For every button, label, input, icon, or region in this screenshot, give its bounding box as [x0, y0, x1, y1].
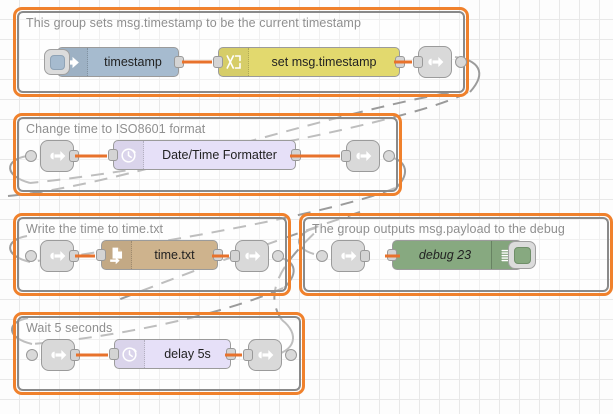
file-write-icon: [102, 241, 132, 269]
link-out-icon: [249, 340, 281, 370]
input-port[interactable]: [109, 348, 119, 360]
change-shuffle-icon: [219, 48, 249, 76]
group-wait[interactable]: Wait 5 seconds delay 5s: [13, 312, 305, 395]
group-debug[interactable]: The group outputs msg.payload to the deb…: [299, 213, 613, 296]
input-port[interactable]: [213, 56, 223, 68]
link-in-icon: [41, 141, 73, 171]
group-outer-border: [13, 213, 291, 296]
group-outer-border: [13, 312, 305, 395]
input-port[interactable]: [413, 56, 423, 68]
node-change-set-timestamp[interactable]: set msg.timestamp: [213, 47, 405, 77]
input-port[interactable]: [243, 349, 253, 361]
debug-toggle-face: [513, 246, 531, 264]
node-delay[interactable]: delay 5s: [109, 339, 236, 369]
node-link-in-4[interactable]: [26, 339, 80, 371]
link-in-icon: [332, 241, 364, 271]
node-label: delay 5s: [164, 347, 211, 361]
link-output-port[interactable]: [285, 349, 297, 361]
output-port[interactable]: [213, 249, 223, 261]
output-port[interactable]: [226, 348, 236, 360]
link-input-port[interactable]: [25, 150, 37, 162]
output-port[interactable]: [69, 150, 79, 162]
node-link-out-1[interactable]: [413, 46, 467, 78]
node-file-write[interactable]: time.txt: [96, 240, 223, 270]
group-outer-border: [13, 113, 402, 196]
output-port[interactable]: [395, 56, 405, 68]
group-outer-border: [299, 213, 613, 296]
output-port[interactable]: [70, 349, 80, 361]
link-out-icon: [236, 241, 268, 271]
link-in-icon: [42, 340, 74, 370]
link-output-port[interactable]: [383, 150, 395, 162]
node-link-out-3[interactable]: [230, 240, 284, 272]
node-link-in-3[interactable]: [316, 240, 370, 272]
input-port[interactable]: [108, 149, 118, 161]
inject-button-face: [49, 54, 65, 70]
node-link-out-4[interactable]: [243, 339, 297, 371]
link-output-port[interactable]: [455, 56, 467, 68]
link-output-port[interactable]: [272, 250, 284, 262]
clock-icon: [114, 141, 144, 169]
node-debug-23[interactable]: debug 23: [387, 240, 536, 270]
output-port[interactable]: [360, 250, 370, 262]
node-link-in-1[interactable]: [25, 140, 79, 172]
input-port[interactable]: [230, 250, 240, 262]
group-iso8601[interactable]: Change time to ISO8601 format Date/Ti: [13, 113, 402, 196]
group-label: The group outputs msg.payload to the deb…: [312, 222, 565, 236]
node-label: debug 23: [418, 248, 472, 262]
link-out-icon: [419, 47, 451, 77]
node-link-in-2[interactable]: [25, 240, 79, 272]
debug-toggle-button[interactable]: [508, 241, 536, 269]
link-in-icon: [41, 241, 73, 271]
node-label: time.txt: [154, 248, 195, 262]
node-datetime-formatter[interactable]: Date/Time Formatter: [108, 140, 301, 170]
output-port[interactable]: [174, 56, 184, 68]
group-label: This group sets msg.timestamp to be the …: [26, 16, 361, 30]
link-out-icon: [347, 141, 379, 171]
inject-trigger-button[interactable]: [44, 49, 70, 75]
group-label: Write the time to time.txt: [26, 222, 164, 236]
link-input-port[interactable]: [26, 349, 38, 361]
link-input-port[interactable]: [25, 250, 37, 262]
output-port[interactable]: [291, 149, 301, 161]
group-outer-border: [13, 7, 469, 97]
group-timestamp[interactable]: This group sets msg.timestamp to be the …: [13, 7, 469, 97]
group-writefile[interactable]: Write the time to time.txt time.txt: [13, 213, 291, 296]
output-port[interactable]: [69, 250, 79, 262]
group-label: Change time to ISO8601 format: [26, 122, 206, 136]
node-label: timestamp: [104, 55, 162, 69]
input-port[interactable]: [96, 249, 106, 261]
node-inject-timestamp[interactable]: timestamp: [44, 47, 184, 77]
node-label: set msg.timestamp: [271, 55, 377, 69]
link-input-port[interactable]: [316, 250, 328, 262]
node-label: Date/Time Formatter: [162, 148, 277, 162]
node-link-out-2[interactable]: [341, 140, 395, 172]
input-port[interactable]: [341, 150, 351, 162]
input-port[interactable]: [387, 249, 397, 261]
clock-icon: [115, 340, 145, 368]
group-label: Wait 5 seconds: [26, 321, 113, 335]
